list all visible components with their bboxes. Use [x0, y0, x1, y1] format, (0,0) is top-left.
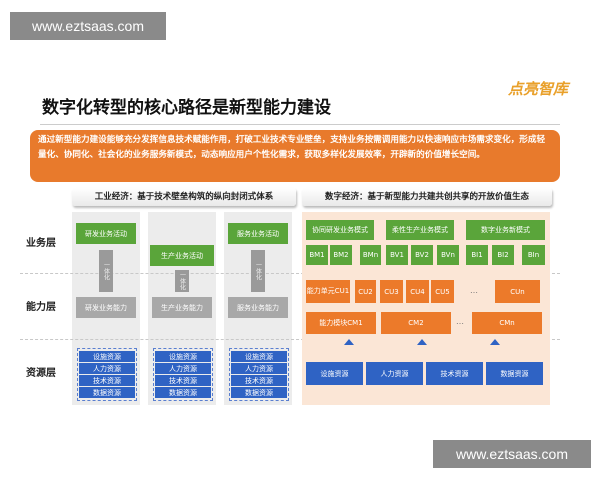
up-arrow-icon [344, 339, 354, 345]
resource-stack-rd: 设施资源 人力资源 技术资源 数据资源 [77, 348, 137, 401]
resource-stack-production: 设施资源 人力资源 技术资源 数据资源 [153, 348, 213, 401]
mode-rd: 协同研发业务模式 [306, 220, 374, 240]
divider [40, 124, 560, 125]
unit-bv1: BV1 [386, 245, 408, 265]
watermark-top: www.eztsaas.com [10, 12, 166, 40]
resource-tech: 技术资源 [426, 362, 483, 385]
unit-bmn: BMn [360, 245, 381, 265]
integration-arrow: 一体化 [251, 250, 265, 292]
resource-human: 人力资源 [79, 363, 135, 374]
resource-stack-service: 设施资源 人力资源 技术资源 数据资源 [229, 348, 289, 401]
cu2: CU2 [355, 280, 376, 303]
ellipsis: … [470, 286, 478, 295]
capability-production: 生产业务能力 [152, 297, 212, 318]
row-label-business: 业务层 [26, 238, 56, 249]
resource-data: 数据资源 [231, 387, 287, 398]
capability-service: 服务业务能力 [228, 297, 288, 318]
mode-production: 柔性生产业务模式 [386, 220, 454, 240]
resource-tech: 技术资源 [155, 375, 211, 386]
unit-bi2: BI2 [492, 245, 514, 265]
integration-arrow: 一体化 [99, 250, 113, 292]
resource-human: 人力资源 [155, 363, 211, 374]
resource-data: 数据资源 [79, 387, 135, 398]
unit-bm1: BM1 [306, 245, 328, 265]
up-arrow-icon [417, 339, 427, 345]
activity-rd: 研发业务活动 [76, 223, 136, 244]
row-label-capability: 能力层 [26, 302, 56, 313]
activity-service: 服务业务活动 [228, 223, 288, 244]
digital-header: 数字经济：基于新型能力共建共创共享的开放价值生态 [302, 188, 552, 206]
resource-data: 数据资源 [486, 362, 543, 385]
cmn: CMn [472, 312, 542, 334]
capability-rd: 研发业务能力 [76, 297, 136, 318]
integration-arrow: 一体化 [175, 270, 189, 292]
logo: 点亮智库 [508, 80, 569, 98]
cu1: 能力单元CU1 [306, 280, 350, 303]
cu4: CU4 [406, 280, 429, 303]
cm2: CM2 [381, 312, 451, 334]
row-label-resource: 资源层 [26, 368, 56, 379]
resource-facility: 设施资源 [231, 351, 287, 362]
ellipsis: … [456, 317, 464, 326]
intro-box: 通过新型能力建设能够充分发挥信息技术赋能作用，打破工业技术专业壁垒，支持业务按需… [30, 130, 560, 182]
resource-data: 数据资源 [155, 387, 211, 398]
resource-human: 人力资源 [366, 362, 423, 385]
up-arrow-icon [490, 339, 500, 345]
cm1: 能力模块CM1 [306, 312, 376, 334]
resource-human: 人力资源 [231, 363, 287, 374]
unit-bin: BIn [522, 245, 545, 265]
resource-tech: 技术资源 [79, 375, 135, 386]
resource-facility: 设施资源 [306, 362, 363, 385]
watermark-bottom: www.eztsaas.com [433, 440, 591, 468]
resource-facility: 设施资源 [155, 351, 211, 362]
industrial-header: 工业经济：基于技术壁垒构筑的纵向封闭式体系 [72, 188, 296, 206]
page-title: 数字化转型的核心路径是新型能力建设 [42, 98, 331, 118]
cu5: CU5 [431, 280, 454, 303]
unit-bm2: BM2 [330, 245, 352, 265]
resource-tech: 技术资源 [231, 375, 287, 386]
unit-bi1: BI1 [466, 245, 488, 265]
separator [20, 339, 560, 340]
unit-bv2: BV2 [411, 245, 433, 265]
resource-facility: 设施资源 [79, 351, 135, 362]
activity-production: 生产业务活动 [150, 245, 214, 266]
cu3: CU3 [380, 280, 403, 303]
cun: CUn [495, 280, 540, 303]
unit-bvn: BVn [437, 245, 459, 265]
separator [20, 273, 560, 274]
mode-digital: 数字业务新模式 [466, 220, 545, 240]
